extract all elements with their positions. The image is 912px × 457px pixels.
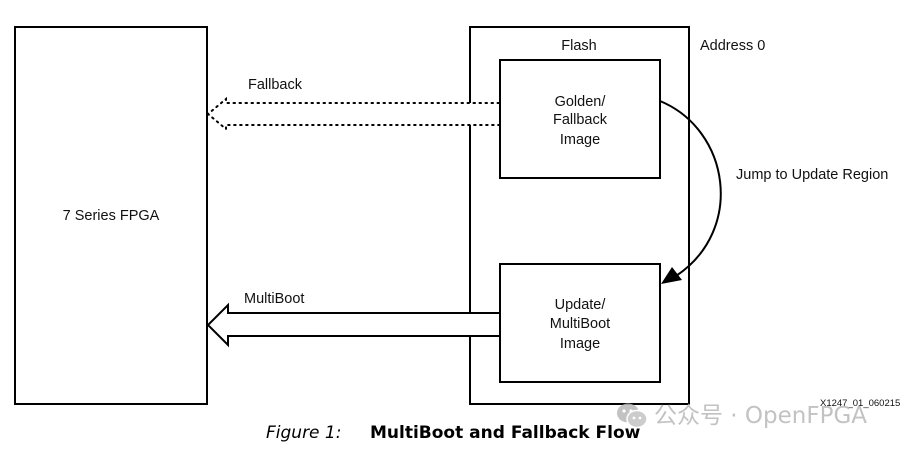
watermark: 公众号 · OpenFPGA (616, 399, 867, 433)
watermark-text: 公众号 · OpenFPGA (654, 403, 868, 429)
golden-image-line-3: Image (560, 132, 600, 148)
flash-label: Flash (561, 38, 596, 54)
figure-caption: Figure 1: MultiBoot and Fallback Flow (266, 420, 640, 446)
fallback-arrow-label: Fallback (248, 77, 303, 93)
multiboot-arrow (206, 302, 499, 348)
update-image-block (499, 263, 661, 383)
multiboot-arrow-label: MultiBoot (244, 291, 304, 307)
figure-number: Figure 1: (266, 423, 342, 443)
update-image-line-2: MultiBoot (550, 316, 610, 332)
golden-image-line-2: Fallback (553, 112, 608, 128)
fpga-label: 7 Series FPGA (63, 208, 160, 224)
update-image-line-3: Image (560, 336, 600, 352)
jump-label: Jump to Update Region (736, 167, 888, 183)
jump-arrow (659, 100, 722, 284)
golden-image-line-1: Golden/ (555, 94, 607, 110)
fpga-block (14, 26, 208, 405)
figure-title: MultiBoot and Fallback Flow (370, 423, 641, 443)
address-label: Address 0 (700, 38, 765, 54)
golden-image-block (499, 59, 661, 179)
wechat-icon (616, 402, 648, 430)
figure-id: X1247_01_060215 (820, 398, 901, 409)
update-image-line-1: Update/ (555, 297, 607, 313)
fallback-arrow (206, 96, 500, 132)
